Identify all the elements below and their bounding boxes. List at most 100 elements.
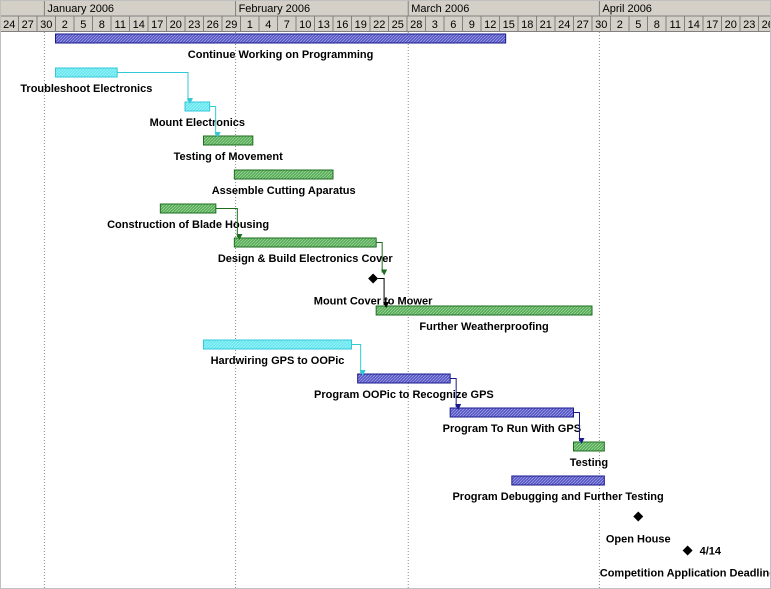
task-bar[interactable] [55, 33, 507, 44]
task-bar[interactable] [203, 339, 352, 350]
task-label: Program Debugging and Further Testing [452, 491, 663, 503]
task-bar[interactable] [233, 237, 377, 248]
day-tick-label: 29 [225, 19, 237, 31]
dependency-link [351, 344, 366, 376]
milestone-diamond[interactable] [368, 273, 379, 284]
day-tick-label: 6 [450, 19, 456, 31]
task-label: Design & Build Electronics Cover [218, 253, 394, 265]
day-tick-label: 30 [40, 19, 52, 31]
milestone-diamond[interactable] [633, 511, 644, 522]
day-tick-label: 26 [762, 19, 771, 31]
day-tick-label: 14 [133, 19, 145, 31]
day-tick-label: 10 [299, 19, 311, 31]
task-label: Program To Run With GPS [443, 423, 581, 435]
task-t3[interactable]: Mount Electronics [150, 101, 245, 129]
day-tick-label: 27 [577, 19, 589, 31]
task-label: Mount Electronics [150, 117, 245, 129]
task-t8[interactable]: Mount Cover to Mower [314, 273, 433, 308]
day-tick-label: 11 [115, 19, 126, 31]
month-label: March 2006 [411, 3, 469, 15]
day-tick-label: 25 [392, 19, 404, 31]
dependency-link [376, 242, 388, 276]
task-t15[interactable]: Open House [606, 511, 671, 546]
day-tick-label: 19 [355, 19, 367, 31]
task-t16[interactable]: Competition Application Deadline 4/14 [600, 545, 771, 580]
task-t14[interactable]: Program Debugging and Further Testing [452, 475, 664, 503]
day-tick-label: 4 [265, 19, 271, 31]
task-t11[interactable]: Program OOPic to Recognize GPS [314, 373, 494, 401]
day-tick-label: 16 [336, 19, 348, 31]
day-tick-label: 1 [247, 19, 253, 31]
task-t13[interactable]: Testing [570, 441, 608, 469]
task-bar[interactable] [55, 67, 118, 78]
milestone-diamond[interactable] [682, 545, 693, 556]
day-tick-label: 14 [688, 19, 700, 31]
task-t6[interactable]: Construction of Blade Housing [107, 203, 269, 231]
dependency-link [117, 72, 193, 104]
dependency-link [450, 378, 462, 410]
day-tick-label: 5 [635, 19, 641, 31]
task-label: Testing [570, 457, 608, 469]
day-tick-label: 11 [670, 19, 681, 31]
task-t12[interactable]: Program To Run With GPS [443, 407, 581, 435]
task-t7[interactable]: Design & Build Electronics Cover [218, 237, 394, 265]
task-bar[interactable] [449, 407, 574, 418]
day-tick-label: 7 [284, 19, 290, 31]
task-label: Assemble Cutting Aparatus [212, 185, 356, 197]
task-bar[interactable] [357, 373, 451, 384]
task-t4[interactable]: Testing of Movement [174, 135, 284, 163]
day-tick-label: 22 [373, 19, 385, 31]
day-tick-label: 8 [99, 19, 105, 31]
task-label: Further Weatherproofing [419, 321, 548, 333]
dependency-link [378, 278, 390, 308]
day-tick-label: 2 [62, 19, 68, 31]
task-t2[interactable]: Troubleshoot Electronics [20, 67, 152, 95]
task-label: Open House [606, 534, 671, 546]
day-tick-label: 28 [410, 19, 422, 31]
day-tick-label: 23 [188, 19, 200, 31]
task-bar[interactable] [184, 101, 211, 112]
task-bar[interactable] [203, 135, 254, 146]
day-tick-label: 18 [521, 19, 533, 31]
day-tick-label: 2 [617, 19, 623, 31]
dependency-link [209, 106, 221, 138]
task-bar[interactable] [375, 305, 593, 316]
task-label: Competition Application Deadline [600, 568, 771, 580]
task-label: Troubleshoot Electronics [20, 83, 152, 95]
day-tick-label: 15 [503, 19, 515, 31]
month-label: January 2006 [47, 3, 114, 15]
day-tick-label: 5 [80, 19, 86, 31]
day-tick-label: 12 [484, 19, 496, 31]
milestone-date-label: 4/14 [700, 546, 722, 558]
day-tick-label: 17 [706, 19, 718, 31]
task-label: Program OOPic to Recognize GPS [314, 389, 494, 401]
task-bar[interactable] [511, 475, 605, 486]
month-label: April 2006 [602, 3, 652, 15]
task-t9[interactable]: Further Weatherproofing [375, 305, 593, 333]
task-label: Continue Working on Programming [188, 49, 374, 61]
day-tick-label: 13 [318, 19, 330, 31]
task-bar[interactable] [159, 203, 217, 214]
task-label: Mount Cover to Mower [314, 296, 433, 308]
day-tick-label: 26 [207, 19, 219, 31]
task-bar[interactable] [233, 169, 334, 180]
day-tick-label: 27 [22, 19, 34, 31]
day-tick-label: 24 [3, 19, 15, 31]
day-tick-label: 17 [151, 19, 163, 31]
day-tick-label: 9 [469, 19, 475, 31]
task-t10[interactable]: Hardwiring GPS to OOPic [203, 339, 352, 367]
day-tick-label: 21 [540, 19, 552, 31]
dependency-link [215, 208, 243, 240]
task-label: Hardwiring GPS to OOPic [211, 355, 345, 367]
task-t5[interactable]: Assemble Cutting Aparatus [212, 169, 356, 197]
dependency-link [573, 412, 585, 444]
task-label: Construction of Blade Housing [107, 219, 269, 231]
day-tick-label: 8 [654, 19, 660, 31]
day-tick-label: 24 [558, 19, 570, 31]
month-label: February 2006 [239, 3, 311, 15]
day-tick-label: 20 [725, 19, 737, 31]
task-t1[interactable]: Continue Working on Programming [55, 33, 507, 61]
day-tick-label: 23 [743, 19, 755, 31]
task-bar[interactable] [573, 441, 605, 452]
